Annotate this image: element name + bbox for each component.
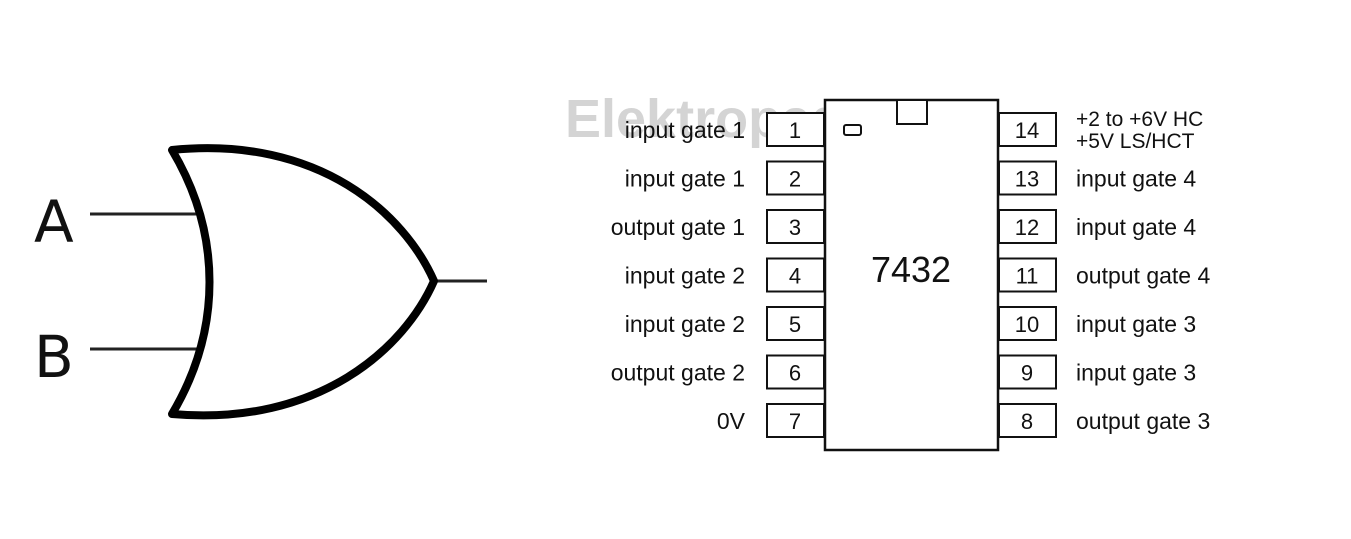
chip-name: 7432 [871,249,951,290]
pin-box [766,257,825,293]
pin-number: 6 [789,361,801,386]
pin-row: 12 input gate 4 [998,209,1196,244]
pin-number: 2 [789,167,801,192]
pin-box [766,209,825,244]
pin-box [766,354,825,390]
pin1-marker [843,124,862,136]
pin-label: output gate 1 [611,214,745,240]
pin-row: 1 input gate 1 [625,112,825,147]
pin-row: 5 input gate 2 [625,306,825,341]
pin-label: output gate 2 [611,360,745,386]
pin-box [998,257,1057,293]
pin-label: input gate 4 [1076,214,1196,240]
pin-box [766,403,825,438]
pin-number: 3 [789,215,801,240]
pin-label: input gate 3 [1076,311,1196,337]
pin-label: input gate 3 [1076,360,1196,386]
pin-row: 13 input gate 4 [998,160,1196,196]
pin-row: 3 output gate 1 [611,209,825,244]
pin-label: 0V [717,408,746,434]
pin-number: 14 [1015,118,1039,143]
left-pin-column: 1 input gate 1 2 input gate 1 3 output gate 1… [611,112,825,438]
pin-number: 4 [789,264,801,289]
or-gate-body [168,144,438,420]
pin-box [998,160,1057,196]
ic-package: 7432 [823,98,1000,452]
pin-row: 6 output gate 2 [611,354,825,390]
pin-label: input gate 2 [625,311,745,337]
pin-row: 4 input gate 2 [625,257,825,293]
pin-row: 14 +2 to +6V HC+5V LS/HCT [998,108,1203,153]
pin-box [766,112,825,147]
pin-box [998,403,1057,438]
supply-label-ls: +5V LS/HCT [1076,130,1195,153]
pin-row: 8 output gate 3 [998,403,1210,438]
input-b-label: B [34,323,74,391]
pin-number: 10 [1015,312,1039,337]
pin-box [998,306,1057,341]
pin-row: 9 input gate 3 [998,354,1196,390]
pin-row: 10 input gate 3 [998,306,1196,341]
pin-label: input gate 1 [625,166,745,192]
pin-number: 7 [789,409,801,434]
pin-box [998,354,1057,390]
pin-row: 7 0V [717,403,825,438]
pin-number: 11 [1016,264,1039,289]
pin-row: 2 input gate 1 [625,160,825,196]
pin-number: 12 [1015,215,1039,240]
pin-number: 5 [789,312,801,337]
pin-number: 13 [1015,167,1039,192]
pin-label: output gate 3 [1076,408,1210,434]
pin-label: output gate 4 [1076,263,1210,289]
pin-box [766,160,825,196]
input-a-label: A [34,188,74,256]
chip-body [823,98,1000,452]
supply-label-hc: +2 to +6V HC [1076,108,1203,131]
pin-label: input gate 4 [1076,166,1196,192]
pin-box [998,209,1057,244]
pin-label: input gate 1 [625,117,745,143]
pin-label: input gate 2 [625,263,745,289]
pin-box [998,112,1057,147]
pin-box [766,306,825,341]
pin-number: 1 [789,118,801,143]
pin-number: 8 [1021,409,1033,434]
pin-number: 9 [1021,361,1033,386]
pin-row: 11 output gate 4 [998,257,1210,293]
orientation-notch [896,99,928,125]
or-gate-symbol: A B [34,144,487,420]
